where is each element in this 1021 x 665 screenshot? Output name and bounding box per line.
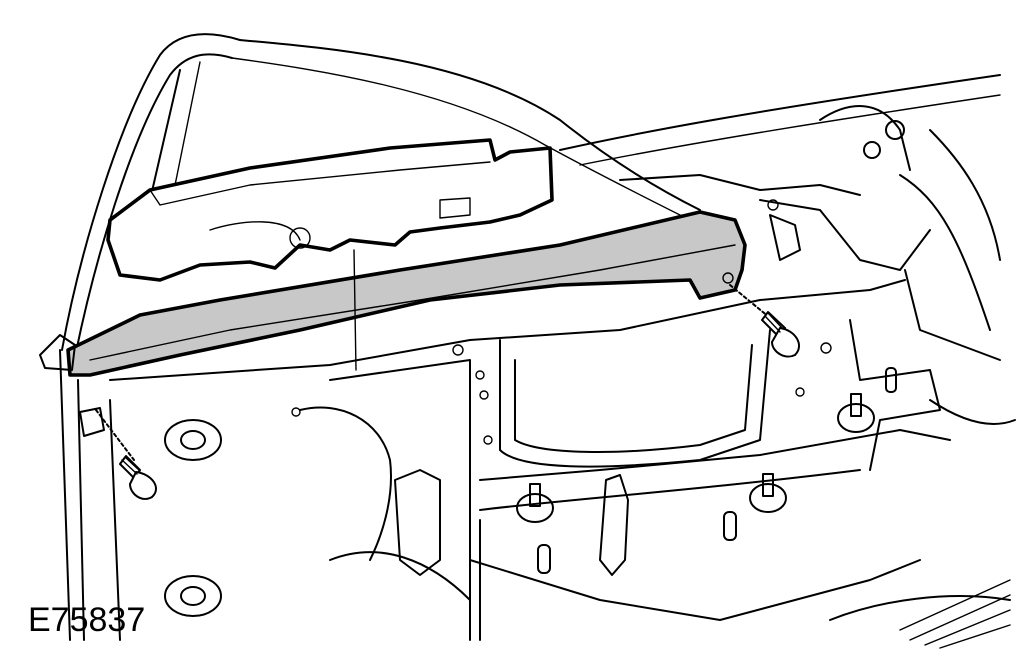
pillar-clip	[79, 407, 105, 437]
figure-code: E75837	[28, 601, 146, 639]
cross-member-edge	[89, 244, 736, 361]
grommets	[164, 419, 222, 617]
bolt-hole	[722, 272, 734, 284]
pillar-bracket	[39, 334, 76, 371]
engine-bay-upper	[559, 74, 1016, 425]
leader-line	[353, 249, 357, 371]
windscreen-frame	[59, 33, 701, 641]
bolt-icon	[95, 409, 157, 500]
upper-bracket	[106, 138, 554, 282]
upper-bracket-detail	[149, 161, 491, 249]
bolt-icon	[729, 284, 800, 358]
studs	[516, 367, 897, 576]
front-panel	[109, 279, 1011, 649]
